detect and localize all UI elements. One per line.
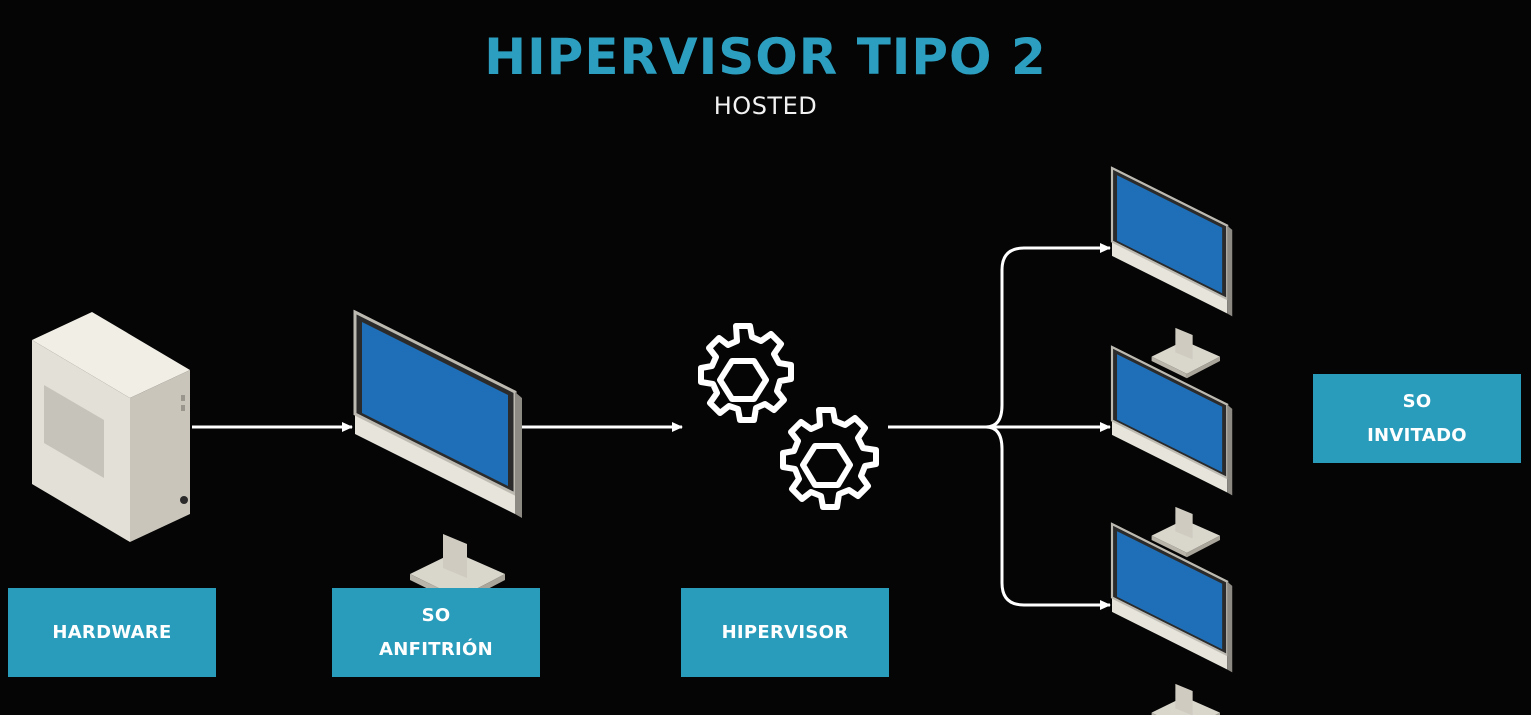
hardware-label-text: HARDWARE (52, 621, 172, 643)
server-tower-icon (32, 312, 190, 542)
host-os-label-line2: ANFITRIÓN (379, 638, 493, 660)
guest-monitor-icon-3 (1110, 522, 1234, 715)
hypervisor-label-text: HIPERVISOR (721, 621, 849, 643)
hypervisor-label: HIPERVISOR (681, 588, 889, 677)
host-monitor-icon (353, 310, 524, 606)
slide-subtitle: HOSTED (713, 92, 818, 120)
guest-os-label-line2: INVITADO (1367, 424, 1467, 446)
guest-monitor-icon-1 (1110, 166, 1234, 380)
host-os-label-line1: SO (421, 604, 451, 626)
guest-os-label: SO INVITADO (1313, 374, 1521, 463)
slide-title: HIPERVISOR TIPO 2 (484, 28, 1047, 86)
guest-os-label-line1: SO (1402, 390, 1432, 412)
host-os-label: SO ANFITRIÓN (332, 588, 540, 677)
gears-icon (698, 323, 879, 510)
arrow-to-guest-1 (985, 243, 1111, 429)
arrow-to-guest-3 (985, 425, 1111, 610)
hardware-label: HARDWARE (8, 588, 216, 677)
guest-monitor-icon-2 (1110, 345, 1234, 559)
